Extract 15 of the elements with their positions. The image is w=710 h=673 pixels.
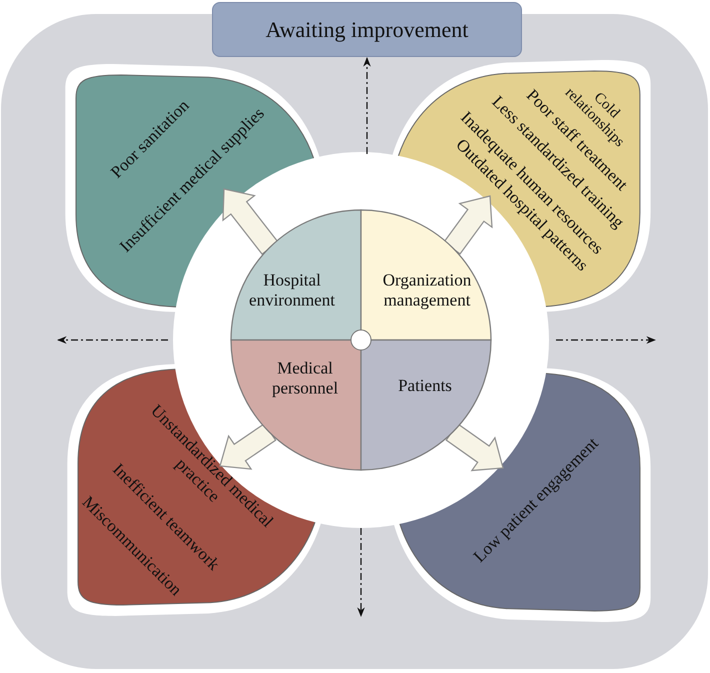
heading-text: Awaiting improvement: [266, 16, 468, 42]
block-arrow: [443, 195, 493, 255]
quadrant-segment: [361, 210, 491, 340]
segment-label: Organization management: [382, 270, 472, 310]
quadrant-segment: [231, 340, 361, 470]
block-arrow: [219, 422, 276, 470]
dash-dot-arrow: [363, 57, 371, 154]
segment-label: Medical personnel: [270, 358, 340, 398]
segment-label: Hospital environment: [248, 270, 336, 310]
segment-label: Patients: [397, 376, 453, 396]
quadrant-segment: [361, 340, 491, 470]
quadrant-segment: [231, 210, 361, 340]
block-arrow: [445, 423, 504, 472]
block-arrow: [222, 188, 279, 255]
title-box: [212, 2, 522, 57]
